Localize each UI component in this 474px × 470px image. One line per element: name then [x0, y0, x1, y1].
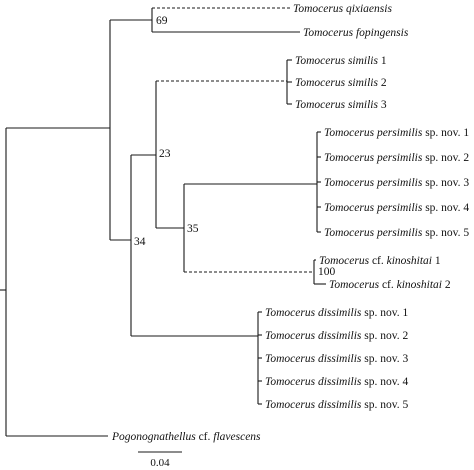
support-23: 23	[159, 148, 171, 160]
leaf-kinoshitai-1: Tomocerus cf. kinoshitai 1	[319, 255, 441, 267]
leaf-persimilis-2: Tomocerus persimilis sp. nov. 2	[324, 152, 469, 164]
leaf-persimilis-1: Tomocerus persimilis sp. nov. 1	[324, 127, 469, 139]
support-100: 100	[318, 266, 336, 278]
leaf-similis-2: Tomocerus similis 2	[295, 77, 387, 89]
leaf-outgroup: Pogonognathellus cf. flavescens	[111, 431, 261, 443]
leaf-dissimilis-1: Tomocerus dissimilis sp. nov. 1	[265, 307, 409, 319]
leaf-persimilis-3: Tomocerus persimilis sp. nov. 3	[324, 177, 469, 189]
leaf-persimilis-4: Tomocerus persimilis sp. nov. 4	[324, 202, 469, 214]
leaf-kinoshitai-2: Tomocerus cf. kinoshitai 2	[329, 279, 451, 291]
leaf-persimilis-5: Tomocerus persimilis sp. nov. 5	[324, 227, 469, 239]
support-35: 35	[187, 223, 199, 235]
leaf-dissimilis-4: Tomocerus dissimilis sp. nov. 4	[265, 376, 409, 388]
leaf-fopingensis: Tomocerus fopingensis	[303, 27, 409, 39]
leaf-dissimilis-2: Tomocerus dissimilis sp. nov. 2	[265, 330, 409, 342]
leaf-similis-1: Tomocerus similis 1	[295, 55, 387, 67]
leaf-dissimilis-3: Tomocerus dissimilis sp. nov. 3	[265, 353, 409, 365]
leaf-qixiaensis: Tomocerus qixiaensis	[293, 3, 392, 15]
leaf-dissimilis-5: Tomocerus dissimilis sp. nov. 5	[265, 399, 409, 411]
support-69: 69	[156, 15, 168, 27]
scale-bar-label: 0.04	[150, 457, 170, 469]
leaf-similis-3: Tomocerus similis 3	[295, 99, 387, 111]
support-34: 34	[134, 236, 146, 248]
